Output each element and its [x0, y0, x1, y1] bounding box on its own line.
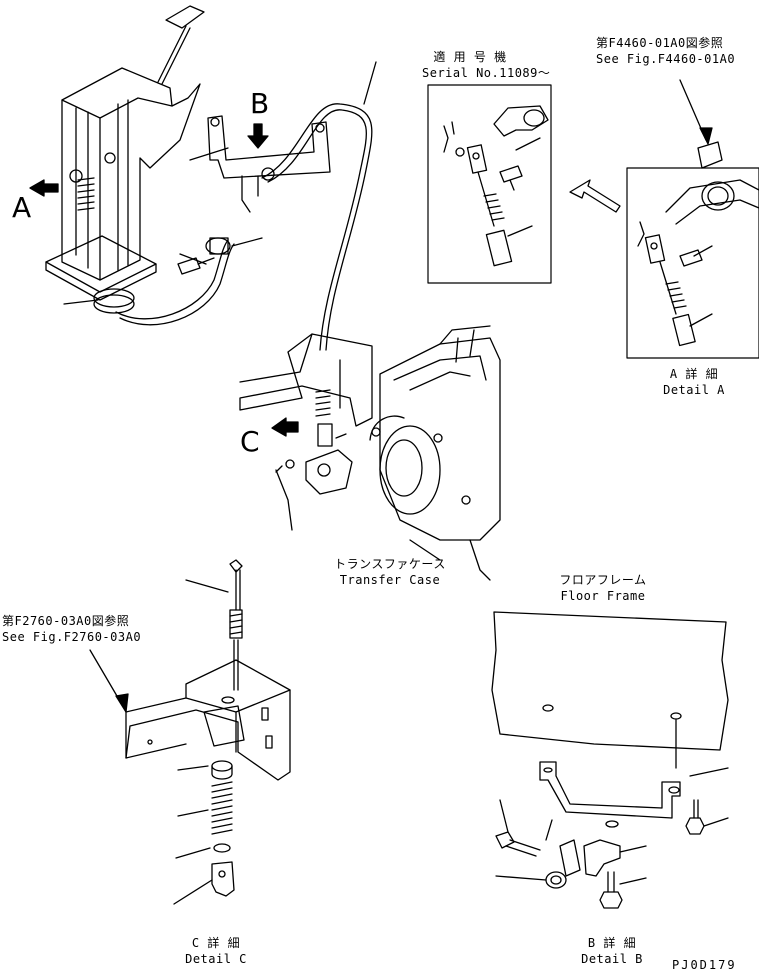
transfer-case — [239, 325, 501, 581]
detail-b-assembly — [491, 611, 729, 909]
floor-frame-en: Floor Frame — [560, 589, 646, 603]
view-letter-a: A — [12, 191, 32, 224]
serial-note-jp: 適 用 号 機 — [433, 50, 507, 64]
transfer-case-en: Transfer Case — [339, 573, 441, 587]
view-letter-c: C — [240, 425, 260, 458]
ref-top-jp: 第F4460-01A0図参照 — [596, 36, 724, 50]
serial-note-en: Serial No.11089〜 — [422, 66, 551, 80]
view-arrow-c — [271, 417, 299, 437]
upper-bracket — [177, 115, 331, 275]
floor-frame-jp: フロアフレーム — [559, 573, 647, 587]
detail-b-jp: B 詳 細 — [587, 936, 637, 950]
drawing-number: PJ0D179 — [672, 958, 737, 972]
detail-c-jp: C 詳 細 — [191, 936, 241, 950]
serial-detail-box — [427, 84, 552, 284]
view-arrow-a — [29, 179, 59, 197]
transfer-case-jp: トランスファケース — [334, 557, 446, 571]
ref-top-en: See Fig.F4460-01A0 — [596, 52, 736, 66]
lever-column-assembly — [45, 5, 235, 326]
view-arrow-b — [247, 123, 269, 149]
leader-lines — [63, 147, 263, 305]
view-letter-b: B — [250, 87, 270, 120]
detail-c-en: Detail C — [185, 952, 247, 966]
control-cable — [261, 61, 377, 351]
detail-a-jp: A 詳 細 — [669, 367, 719, 381]
detail-a-en: Detail A — [663, 383, 725, 397]
ref-left-jp: 第F2760-03A0図参照 — [2, 614, 130, 628]
ref-left-en: See Fig.F2760-03A0 — [2, 630, 142, 644]
detail-c-assembly — [89, 559, 291, 905]
detail-a-box — [569, 79, 759, 359]
detail-b-en: Detail B — [581, 952, 643, 966]
